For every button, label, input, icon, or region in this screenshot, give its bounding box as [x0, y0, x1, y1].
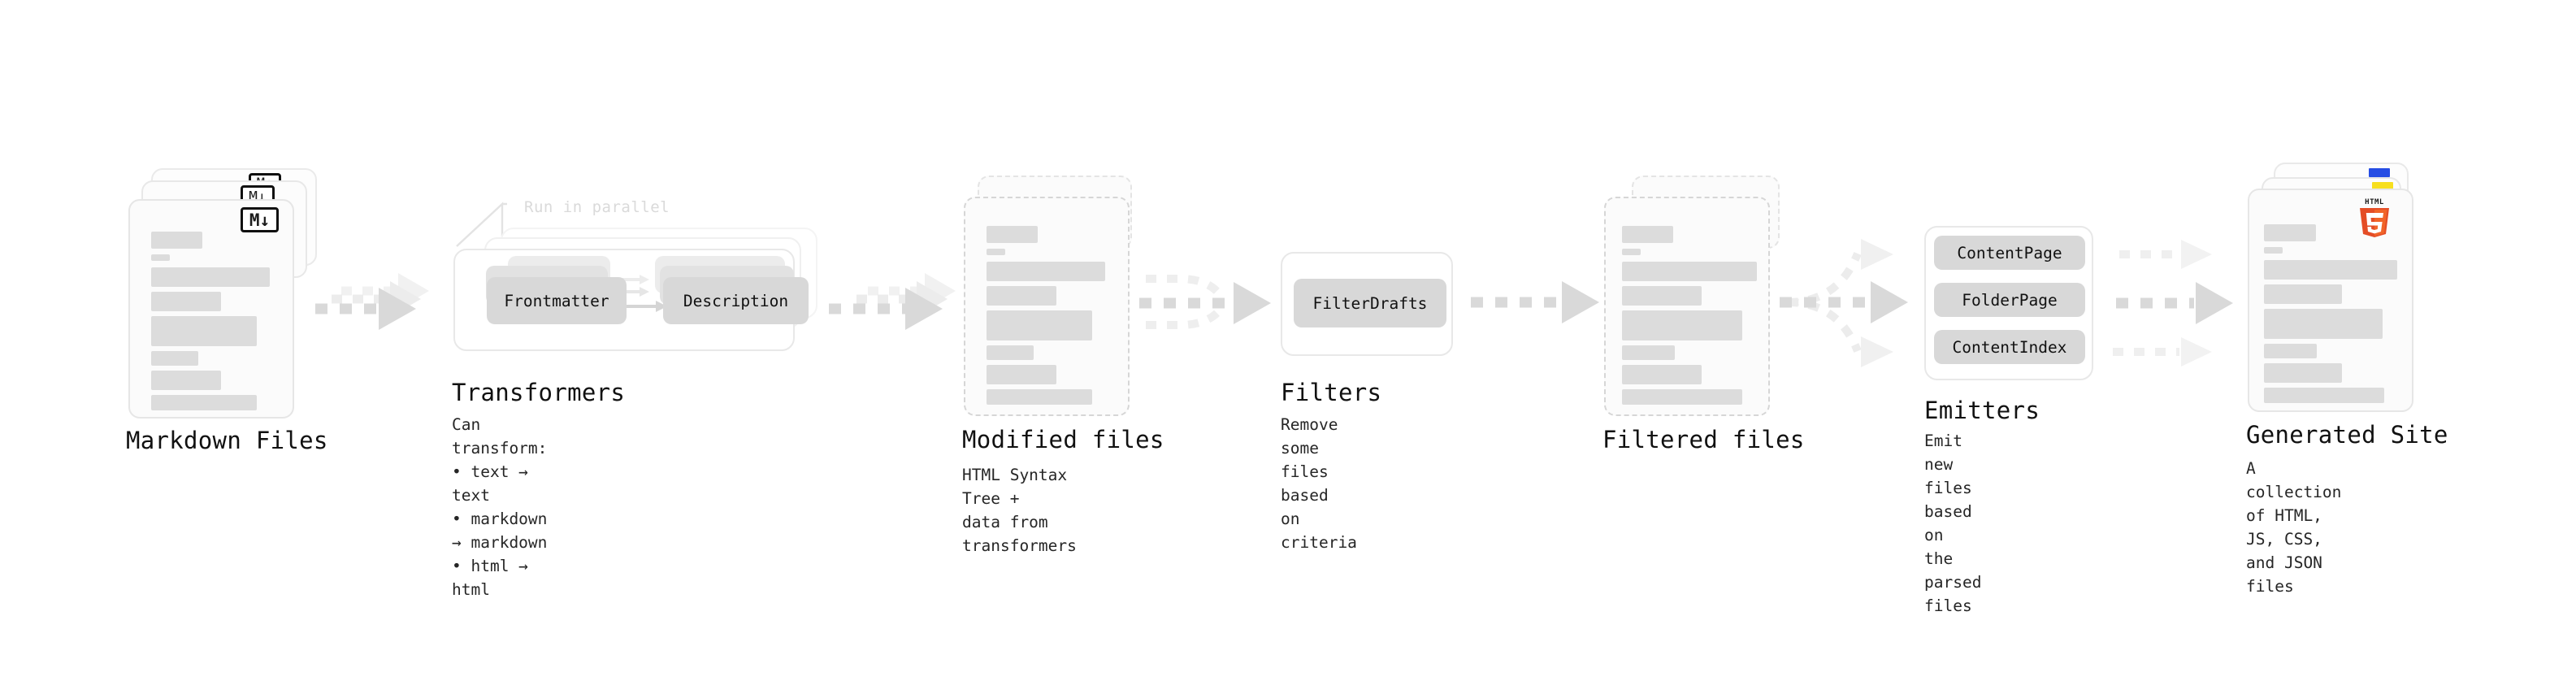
connector-modified-to-filters: [1139, 275, 1271, 329]
markdown-card-front: [128, 199, 294, 419]
skeleton-title: [2264, 224, 2316, 241]
connector-filters-to-filtered: [1471, 281, 1599, 323]
stage-title-filtered-files: Filtered files: [1602, 426, 1805, 453]
transformer-chip-frontmatter[interactable]: Frontmatter: [487, 277, 627, 324]
html5-icon: HTML: [2360, 198, 2389, 237]
skeleton-line-4: [1622, 345, 1675, 360]
emitter-chip-folderpage[interactable]: FolderPage: [1934, 283, 2085, 317]
chip-label: Frontmatter: [504, 291, 609, 310]
skeleton-line-6: [987, 389, 1092, 405]
svg-text:HTML: HTML: [2365, 198, 2384, 206]
markdown-badge-arrow: ↓: [259, 210, 271, 230]
stage-title-transformers: Transformers: [452, 379, 626, 406]
skeleton-line-6: [1622, 389, 1742, 405]
chip-label: FolderPage: [1962, 290, 2058, 310]
run-in-parallel-bracket: [456, 202, 507, 247]
skeleton-subtitle: [987, 249, 1005, 255]
skeleton-line-6: [2264, 388, 2384, 403]
chip-label: Description: [683, 291, 789, 310]
skeleton-line-1: [2264, 260, 2397, 280]
filtered-card-front: [1604, 197, 1770, 416]
connector-filtered-to-emitters: [1780, 239, 1908, 367]
skeleton-title: [151, 232, 202, 249]
connector-transformers-to-modified: [829, 273, 956, 330]
skeleton-line-3: [1622, 310, 1742, 340]
skeleton-line-5: [987, 365, 1056, 384]
stage-caption-transformers: Can transform: • text → text • markdown …: [452, 415, 548, 599]
skeleton-line-4: [151, 351, 198, 366]
chip-label: ContentPage: [1957, 243, 2062, 262]
markdown-badge-letter: M: [249, 188, 258, 206]
skeleton-line-4: [2264, 344, 2317, 358]
skeleton-line-5: [1622, 365, 1702, 384]
connector-emitters-to-site: [2113, 240, 2233, 367]
skeleton-line-3: [987, 310, 1092, 340]
stage-caption-emitters: Emit new files based on the parsed files: [1924, 432, 1982, 615]
skeleton-subtitle: [2264, 247, 2283, 254]
markdown-badge-front: M↓: [241, 207, 279, 232]
stage-caption-modified-files: HTML Syntax Tree + data from transformer…: [962, 466, 1077, 555]
skeleton-line-2: [2264, 284, 2342, 304]
css-badge: [2369, 168, 2390, 177]
skeleton-subtitle: [1622, 249, 1641, 255]
skeleton-line-2: [1622, 286, 1702, 306]
skeleton-line-3: [151, 316, 257, 346]
chip-label: FilterDrafts: [1312, 293, 1428, 313]
emitter-chip-contentpage[interactable]: ContentPage: [1934, 236, 2085, 270]
chip-label: ContentIndex: [1952, 337, 2067, 357]
skeleton-line-1: [987, 262, 1105, 281]
connector-markdown-to-transformers: [315, 273, 429, 330]
skeleton-line-5: [151, 371, 221, 390]
stage-title-markdown-files: Markdown Files: [126, 427, 328, 454]
transformer-chip-description[interactable]: Description: [663, 277, 809, 324]
skeleton-line-2: [987, 286, 1056, 306]
filter-chip-filterdrafts[interactable]: FilterDrafts: [1294, 279, 1446, 327]
markdown-badge-letter: M: [249, 210, 260, 230]
markdown-badge-arrow: ↓: [258, 188, 267, 206]
skeleton-line-2: [151, 292, 221, 311]
skeleton-subtitle: [151, 254, 170, 261]
skeleton-title: [987, 226, 1038, 243]
skeleton-line-1: [151, 267, 270, 287]
stage-caption-filters: Remove some files based on criteria: [1281, 415, 1357, 552]
stage-caption-generated-site: A collection of HTML, JS, CSS, and JSON …: [2246, 459, 2342, 596]
emitter-chip-contentindex[interactable]: ContentIndex: [1934, 330, 2085, 364]
stage-title-generated-site: Generated Site: [2246, 421, 2448, 449]
skeleton-line-1: [1622, 262, 1757, 281]
modified-card-front: [964, 197, 1130, 416]
skeleton-line-5: [2264, 363, 2342, 383]
stage-title-modified-files: Modified files: [962, 426, 1164, 453]
skeleton-line-3: [2264, 309, 2383, 339]
stage-title-filters: Filters: [1281, 379, 1382, 406]
run-in-parallel-label: Run in parallel: [524, 198, 670, 216]
skeleton-line-6: [151, 395, 257, 410]
stage-title-emitters: Emitters: [1924, 397, 2040, 424]
skeleton-line-4: [987, 345, 1034, 360]
skeleton-title: [1622, 226, 1673, 243]
